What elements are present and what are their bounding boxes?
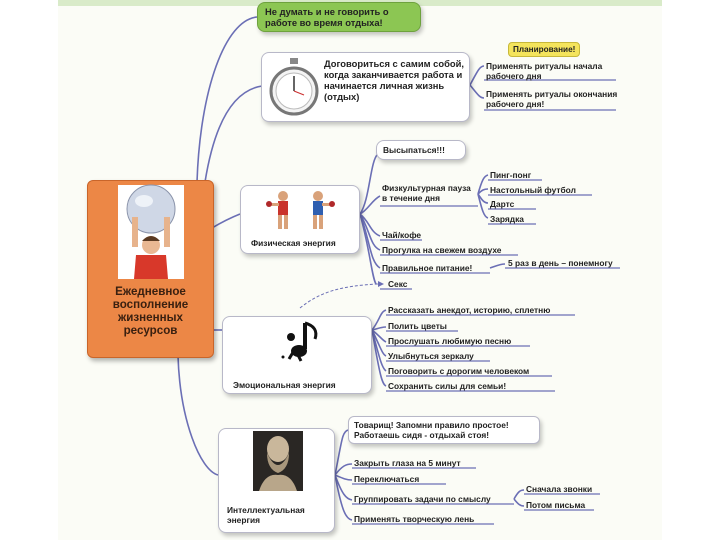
dancing-note-icon xyxy=(281,321,318,362)
intellectual-item-creative-laziness: Применять творческую лень xyxy=(354,514,475,524)
top-note-text: Не думать и не говорить о работе во врем… xyxy=(265,6,389,28)
emotional-item-joke: Рассказать анекдот, историю, сплетню xyxy=(388,305,551,315)
intellectual-item-close-eyes: Закрыть глаза на 5 минут xyxy=(354,458,461,468)
physical-energy-title: Физическая энергия xyxy=(251,238,336,248)
emotional-item-song: Прослушать любимую песню xyxy=(388,336,512,346)
sex-item: Секс xyxy=(388,279,408,289)
sleep-box: Высыпаться!!! xyxy=(376,140,466,160)
intellectual-item-group-tasks: Группировать задачи по смыслу xyxy=(354,494,491,504)
planning-tag: Планирование! xyxy=(508,42,581,57)
stopwatch-icon xyxy=(269,58,319,116)
tea-coffee-item: Чай/кофе xyxy=(382,230,422,240)
boxers-picture xyxy=(266,191,335,229)
motto-text: Товарищ! Запомни правило простое! Работа… xyxy=(354,420,509,440)
work-boundary-node: Договориться с самим собой, когда заканч… xyxy=(261,52,470,122)
nutrition-item: Правильное питание! xyxy=(382,263,473,273)
top-note-box: Не думать и не говорить о работе во врем… xyxy=(257,2,421,32)
philosopher-bust-picture xyxy=(253,431,303,491)
emotional-item-family: Сохранить силы для семьи! xyxy=(388,381,507,391)
group-item-calls-first: Сначала звонки xyxy=(526,484,593,494)
sleep-text: Высыпаться!!! xyxy=(383,145,445,155)
pause-label: Физкультурная пауза в течение дня xyxy=(382,183,471,203)
group-item-then-letters: Потом письма xyxy=(526,500,586,510)
work-boundary-text: Договориться с самим собой, когда заканч… xyxy=(324,58,464,102)
intellectual-energy-title: Интеллектуальная энергия xyxy=(227,505,305,525)
pause-item-table-football: Настольный футбол xyxy=(490,185,576,195)
central-topic-title: Ежедневное восполнение жизненных ресурсо… xyxy=(112,285,189,337)
pause-item-ping-pong: Пинг-понг xyxy=(490,170,532,180)
nutrition-note: 5 раз в день – понемногу xyxy=(508,258,613,268)
emotional-energy-title: Эмоциональная энергия xyxy=(233,380,336,390)
ritual-end-item: Применять ритуалы окончания рабочего дня… xyxy=(486,89,618,109)
child-with-ball-picture xyxy=(118,184,184,279)
pause-item-exercise: Зарядка xyxy=(490,214,524,224)
emotional-item-talk: Поговорить с дорогим человеком xyxy=(388,366,530,376)
emotional-item-flowers: Полить цветы xyxy=(388,321,447,331)
emotional-item-smile: Улыбнуться зеркалу xyxy=(388,351,474,361)
ritual-start-item: Применять ритуалы начала рабочего дня xyxy=(486,61,603,81)
physical-energy-node: Физическая энергия xyxy=(240,185,360,254)
intellectual-item-switch: Переключаться xyxy=(354,474,420,484)
walk-item: Прогулка на свежем воздухе xyxy=(382,245,502,255)
emotional-energy-node: Эмоциональная энергия xyxy=(222,316,372,394)
pause-item-darts: Дартс xyxy=(490,199,515,209)
central-topic: Ежедневное восполнение жизненных ресурсо… xyxy=(87,180,214,358)
intellectual-energy-node: Интеллектуальная энергия xyxy=(218,428,335,533)
motto-box: Товарищ! Запомни правило простое! Работа… xyxy=(348,416,540,444)
